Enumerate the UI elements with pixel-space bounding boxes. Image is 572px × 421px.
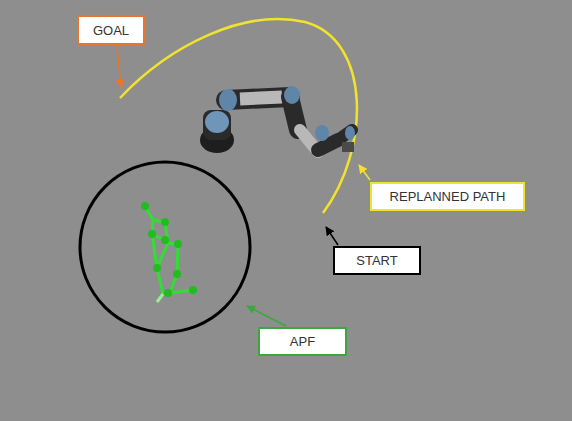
label-text: REPLANNED PATH bbox=[390, 189, 506, 204]
path-curve bbox=[120, 19, 357, 213]
leader-arrow bbox=[247, 306, 286, 326]
start-label: START bbox=[333, 246, 421, 275]
robot-arm bbox=[200, 86, 355, 153]
human-skeleton bbox=[145, 206, 193, 302]
path-label: REPLANNED PATH bbox=[370, 182, 525, 211]
label-text: APF bbox=[290, 334, 315, 349]
label-text: START bbox=[356, 253, 397, 268]
leader-arrow bbox=[359, 165, 370, 180]
apf-label: APF bbox=[258, 327, 347, 356]
leader-arrow bbox=[117, 46, 121, 88]
skeleton-joint bbox=[141, 202, 197, 297]
goal-label: GOAL bbox=[77, 15, 145, 45]
leader-arrow bbox=[326, 227, 338, 245]
apf-circle bbox=[80, 162, 250, 332]
label-text: GOAL bbox=[93, 23, 129, 38]
